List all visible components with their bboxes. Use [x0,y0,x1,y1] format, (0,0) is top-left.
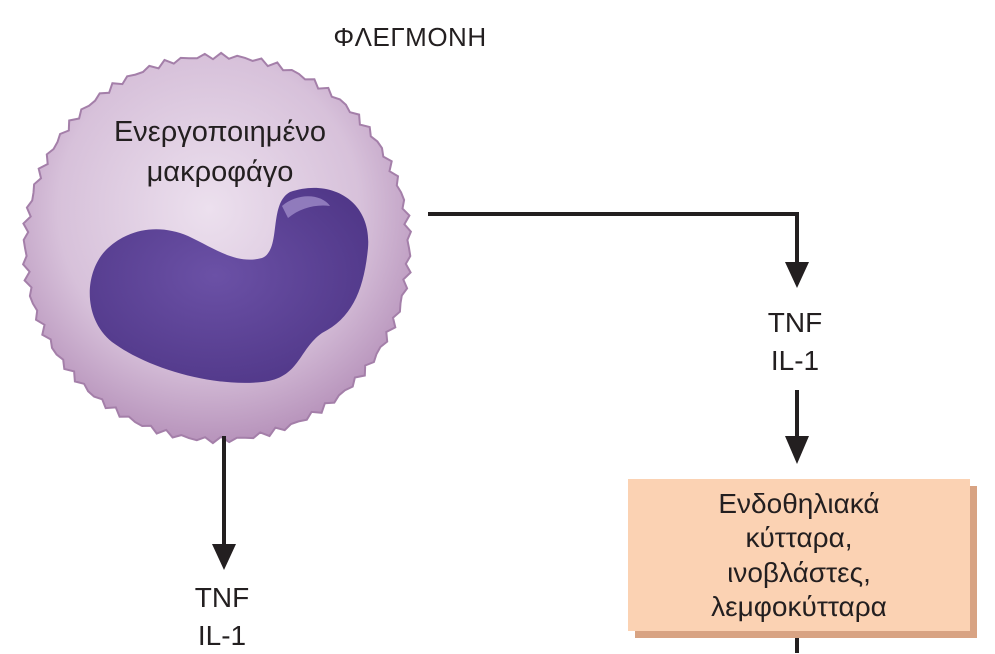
left-il1-label: IL-1 [197,620,247,651]
arrowhead [212,544,236,570]
target-box-line3: ινοβλάστες, [727,557,871,588]
macrophage-nucleus [89,187,369,383]
target-cells-box [628,479,970,631]
target-box-line4: λεμφοκύτταρα [711,591,887,622]
cell-label-line2: μακροφάγο [146,156,294,188]
arrowhead [785,262,809,288]
nucleus-highlight [282,196,330,218]
right-tnf-label: TNF [767,307,823,338]
target-box-line2: κύτταρα, [745,522,853,553]
arrowhead [785,436,809,464]
right-il1-label: IL-1 [770,345,820,376]
left-tnf-label: TNF [194,582,250,613]
diagram-title: ΦΛΕΓΜΟΝΗ [333,22,487,52]
cell-label-line1: Ενεργοποιημένο [113,116,327,148]
target-box-line1: Ενδοθηλιακά [718,488,880,519]
connector-line [428,212,799,284]
